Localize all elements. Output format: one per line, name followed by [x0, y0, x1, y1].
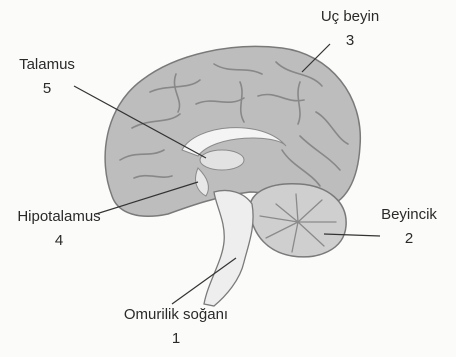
label-beyincik-name: Beyincik — [366, 206, 452, 224]
label-talamus: Talamus 5 — [2, 56, 92, 98]
label-talamus-name: Talamus — [2, 56, 92, 74]
label-talamus-number: 5 — [2, 80, 92, 98]
label-omurilik-sogani-name: Omurilik soğanı — [96, 306, 256, 324]
label-uc-beyin-number: 3 — [300, 32, 400, 50]
label-omurilik-sogani: Omurilik soğanı 1 — [96, 306, 256, 348]
label-hipotalamus-name: Hipotalamus — [4, 208, 114, 226]
thalamus-shape — [200, 150, 244, 170]
label-hipotalamus-number: 4 — [4, 232, 114, 250]
label-omurilik-sogani-number: 1 — [96, 330, 256, 348]
brainstem-shape — [204, 191, 253, 307]
label-hipotalamus: Hipotalamus 4 — [4, 208, 114, 250]
label-uc-beyin: Uç beyin 3 — [300, 8, 400, 50]
label-beyincik: Beyincik 2 — [366, 206, 452, 248]
label-beyincik-number: 2 — [366, 230, 452, 248]
label-uc-beyin-name: Uç beyin — [300, 8, 400, 26]
